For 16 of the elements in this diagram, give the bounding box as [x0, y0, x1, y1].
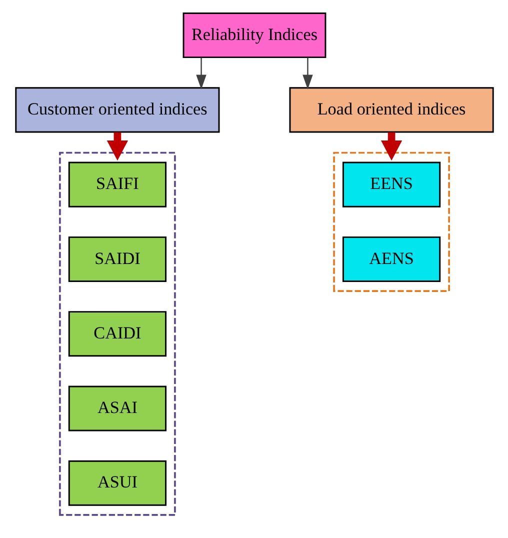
arrow — [106, 132, 128, 161]
node-box: AENS — [342, 236, 440, 282]
node-box: Customer oriented indices — [14, 87, 220, 133]
node-box: CAIDI — [68, 311, 166, 357]
node-box: SAIDI — [68, 236, 166, 282]
node-box: ASAI — [68, 386, 166, 432]
node-box: Reliability Indices — [182, 12, 326, 58]
arrow — [380, 132, 402, 161]
node-box: EENS — [342, 162, 440, 208]
node-box: SAIFI — [68, 162, 166, 208]
node-box: Load oriented indices — [288, 87, 494, 133]
node-box: ASUI — [68, 460, 166, 506]
cluster — [332, 152, 450, 292]
cluster — [58, 152, 176, 516]
arrow — [196, 58, 206, 90]
arrow — [302, 58, 312, 90]
